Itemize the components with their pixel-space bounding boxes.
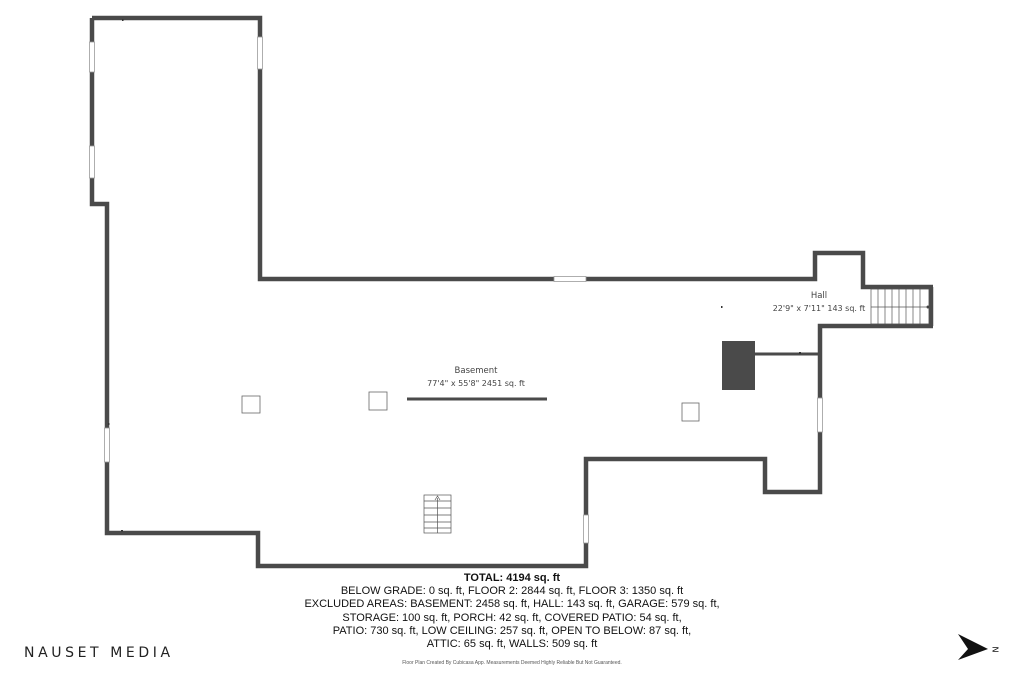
wall-outline-lower-right: [89, 18, 933, 569]
totals-line: ATTIC: 65 sq. ft, WALLS: 509 sq. ft: [426, 638, 598, 651]
room-dims-basement: 77'4" x 55'8" 2451 sq. ft: [427, 379, 525, 388]
totals-line: BELOW GRADE: 0 sq. ft, FLOOR 2: 2844 sq.…: [340, 585, 684, 598]
interior-walls: [407, 341, 820, 401]
tick: [122, 19, 124, 21]
post: [368, 391, 388, 411]
tick: [121, 530, 123, 532]
area-totals: TOTAL: 4194 sq. ft BELOW GRADE: 0 sq. ft…: [262, 572, 762, 651]
post: [681, 402, 700, 422]
tick: [721, 306, 723, 308]
window: [257, 36, 263, 70]
brand-logo: NAUSET MEDIA: [24, 645, 174, 661]
total-area: TOTAL: 4194 sq. ft: [463, 572, 561, 584]
north-arrow-shape: [958, 634, 988, 660]
room-name-hall: Hall: [811, 291, 827, 301]
room-name-basement: Basement: [455, 366, 499, 376]
windows: [89, 36, 823, 544]
disclaimer: Floor Plan Created By Cubicasa App. Meas…: [402, 660, 622, 666]
chimney-block: [722, 341, 755, 390]
support-posts: [241, 391, 700, 422]
post: [241, 395, 261, 414]
totals-line: STORAGE: 100 sq. ft, PORCH: 42 sq. ft, C…: [342, 611, 682, 624]
window: [89, 145, 95, 179]
window: [817, 397, 823, 433]
totals-line: PATIO: 730 sq. ft, LOW CEILING: 257 sq. …: [332, 624, 692, 637]
basement-staircase: [423, 494, 452, 534]
window: [583, 514, 589, 544]
room-dims-hall: 22'9" x 7'11" 143 sq. ft: [773, 304, 866, 313]
compass-letter: N: [990, 646, 1000, 653]
wall-ticks: [108, 19, 801, 532]
stair-arrow: [434, 495, 441, 501]
tick: [108, 423, 110, 425]
tick: [799, 352, 801, 354]
totals-line: EXCLUDED AREAS: BASEMENT: 2458 sq. ft, H…: [304, 598, 720, 611]
window: [89, 41, 95, 73]
wall-outline: [92, 15, 933, 290]
window: [553, 276, 587, 282]
north-arrow-icon: [958, 634, 988, 660]
outer-walls: [89, 15, 934, 569]
stair-direction-dot: [926, 305, 930, 309]
window: [104, 427, 110, 463]
hall-staircase: [870, 288, 930, 325]
